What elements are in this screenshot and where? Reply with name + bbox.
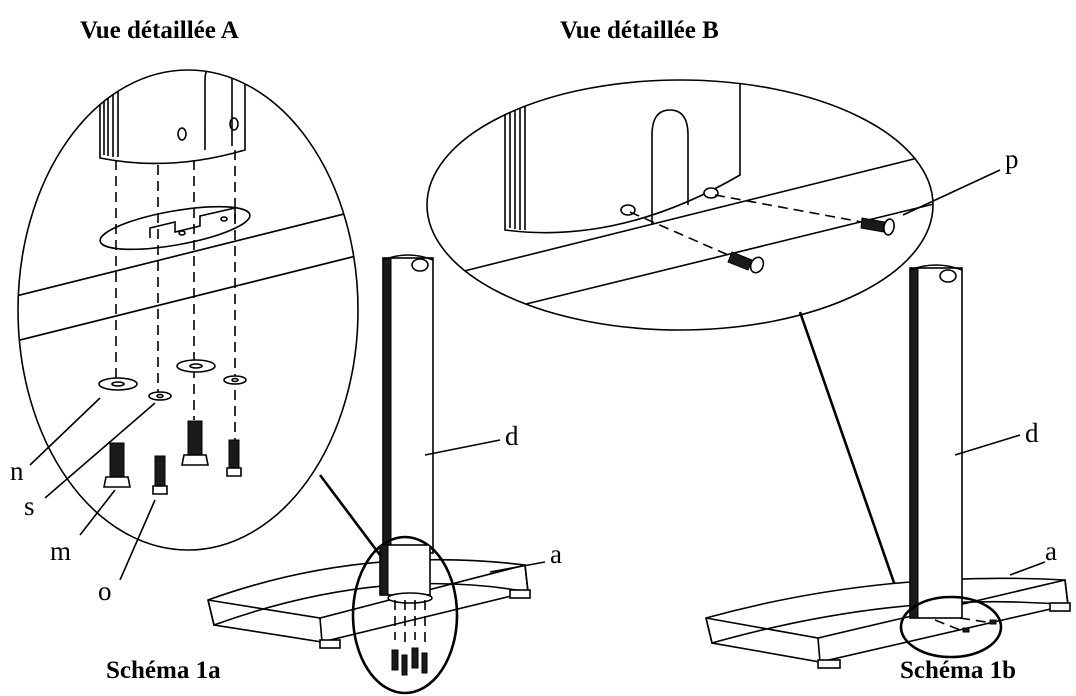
screw-p-2 [860, 217, 895, 236]
detail-b-marker [899, 595, 1003, 659]
bolt-m [103, 442, 131, 488]
title-schema-1b: Schéma 1b [900, 657, 1016, 684]
label-d-left: d [505, 421, 519, 451]
bolt-m-2 [181, 420, 209, 466]
detail-a-marker [351, 535, 459, 695]
washer-s [148, 391, 172, 401]
bolt-o-2 [226, 439, 242, 477]
base-plate-a [207, 558, 529, 627]
detail-b-ellipse [426, 79, 934, 331]
title-detail-b: Vue détaillée B [560, 17, 719, 44]
label-d-right: d [1025, 418, 1039, 448]
stand-1a: d a [207, 254, 562, 695]
base-plate-b [705, 577, 1069, 644]
screw-p-1 [727, 251, 765, 274]
title-detail-a: Vue détaillée A [80, 17, 239, 44]
label-a-right: a [1045, 536, 1057, 566]
detail-a-ellipse [17, 69, 359, 551]
detail-view-b: p [426, 79, 1019, 601]
label-p: p [1005, 144, 1019, 174]
column-d-right [909, 267, 963, 619]
bolt-o [152, 455, 168, 495]
label-s: s [24, 491, 35, 521]
stand-1b: d a [705, 264, 1071, 669]
label-m: m [50, 536, 71, 566]
column-bottom-b [504, 80, 741, 234]
washer-n [98, 377, 138, 391]
label-o: o [98, 576, 112, 606]
label-a-left: a [550, 539, 562, 569]
detail-view-a: n s m o [10, 69, 382, 606]
label-n: n [10, 456, 24, 486]
title-schema-1a: Schéma 1a [106, 657, 221, 684]
